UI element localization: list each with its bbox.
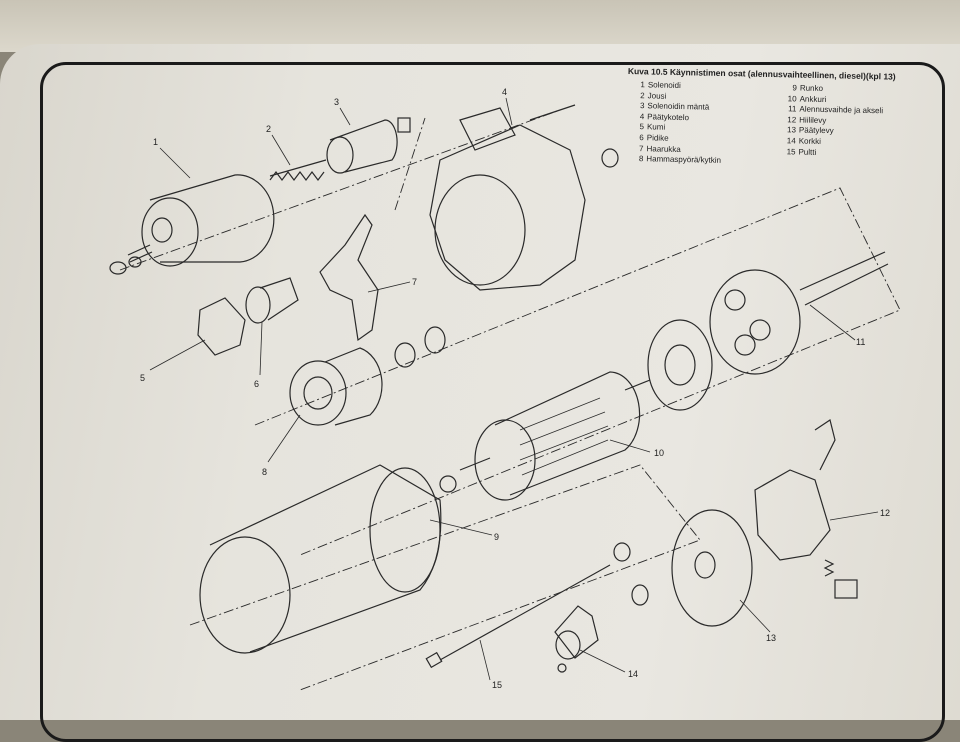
armature-part xyxy=(459,371,651,501)
previous-page-edge xyxy=(0,0,960,52)
solenoid-plunger-part xyxy=(326,117,411,174)
callout-1: 1 xyxy=(153,137,158,147)
callout-7: 7 xyxy=(412,277,417,287)
callout-3: 3 xyxy=(334,97,339,107)
pinion-clutch-part xyxy=(289,326,446,426)
drive-end-housing-part xyxy=(429,104,619,291)
callout-10: 10 xyxy=(654,448,664,458)
callout-4: 4 xyxy=(502,87,507,97)
spring-part xyxy=(269,159,327,181)
callout-numbers: 1 2 3 4 5 6 7 8 9 10 11 12 13 14 15 xyxy=(140,87,890,690)
book-page xyxy=(0,44,960,720)
callout-8: 8 xyxy=(262,467,267,477)
callout-11: 11 xyxy=(856,337,865,347)
yoke-frame-part xyxy=(199,464,457,654)
cap-part xyxy=(554,605,599,673)
exploded-starter-diagram: 1 2 3 4 5 6 7 8 9 10 11 12 13 14 15 xyxy=(109,87,901,691)
fork-part xyxy=(319,213,379,342)
callout-12: 12 xyxy=(880,508,890,518)
end-plate-part xyxy=(613,509,753,627)
brush-plate-part xyxy=(754,419,858,599)
leader-lines xyxy=(149,97,879,681)
rubber-part xyxy=(197,297,246,356)
callout-9: 9 xyxy=(494,532,499,542)
solenoid-part xyxy=(109,174,275,275)
callout-15: 15 xyxy=(492,680,502,690)
holder-part xyxy=(245,277,299,324)
callout-6: 6 xyxy=(254,379,259,389)
callout-13: 13 xyxy=(766,633,776,643)
callout-5: 5 xyxy=(140,373,145,383)
assembly-guide-lines xyxy=(119,109,901,691)
through-bolt-part xyxy=(425,564,611,669)
reduction-gear-shaft-part xyxy=(647,251,889,411)
callout-14: 14 xyxy=(628,669,638,679)
callout-2: 2 xyxy=(266,124,271,134)
